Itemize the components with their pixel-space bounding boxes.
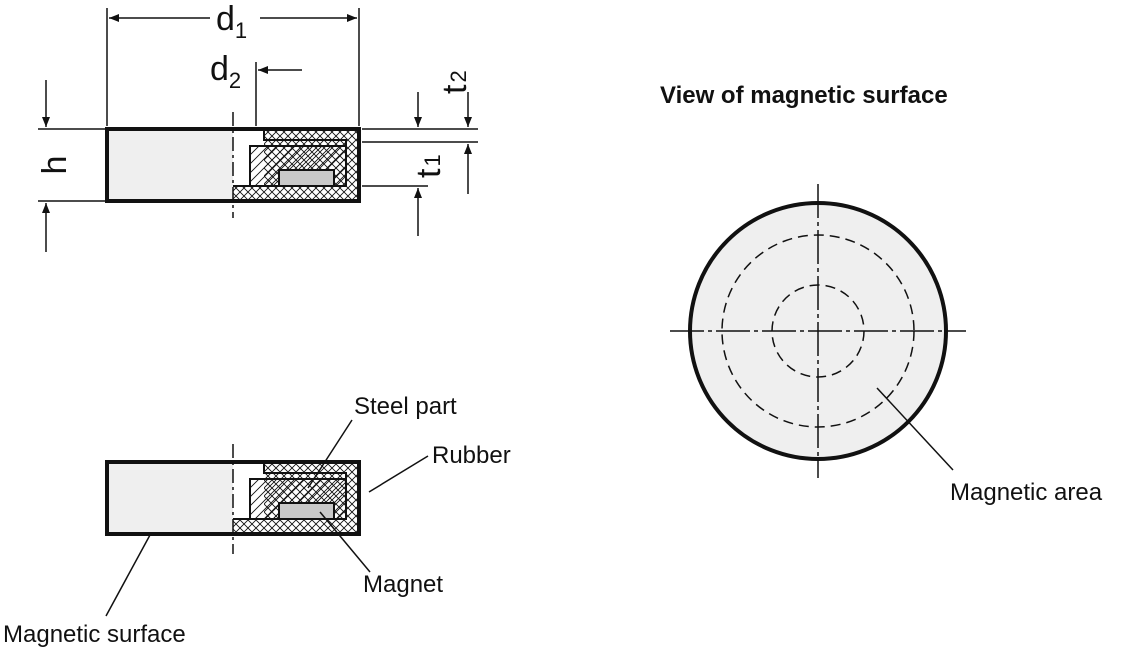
t1-letter: t	[410, 168, 448, 178]
svg-text:t2: t2	[436, 70, 474, 94]
d1-index: 1	[235, 18, 247, 43]
svg-text:d2: d2	[210, 50, 241, 93]
dimension-d1: d1	[106, 0, 360, 126]
dimension-t2: t2	[362, 70, 478, 194]
magnetic-surface-view	[670, 184, 966, 478]
t2-index: 2	[446, 70, 471, 82]
d2-letter: d	[210, 50, 229, 88]
steel-part-label: Steel part	[354, 393, 457, 420]
section-view-top	[105, 112, 361, 218]
t2-letter: t	[436, 84, 474, 94]
d1-letter: d	[216, 0, 235, 38]
leader-lines	[105, 419, 429, 617]
h-letter: h	[36, 156, 74, 175]
dimension-h: h	[36, 80, 105, 252]
dimension-t1: t1	[362, 92, 478, 236]
section-view-labeled	[105, 444, 361, 554]
d2-index: 2	[229, 68, 241, 93]
svg-text:t1: t1	[410, 154, 448, 178]
magnetic-surface-label: Magnetic surface	[3, 621, 186, 648]
view-title: View of magnetic surface	[660, 82, 948, 109]
dimension-d2: d2	[210, 50, 302, 126]
rubber-label: Rubber	[432, 442, 511, 469]
svg-text:d1: d1	[216, 0, 247, 43]
magnet-label: Magnet	[363, 571, 443, 598]
magnetic-area-label: Magnetic area	[950, 479, 1103, 506]
t1-index: 1	[420, 154, 445, 166]
